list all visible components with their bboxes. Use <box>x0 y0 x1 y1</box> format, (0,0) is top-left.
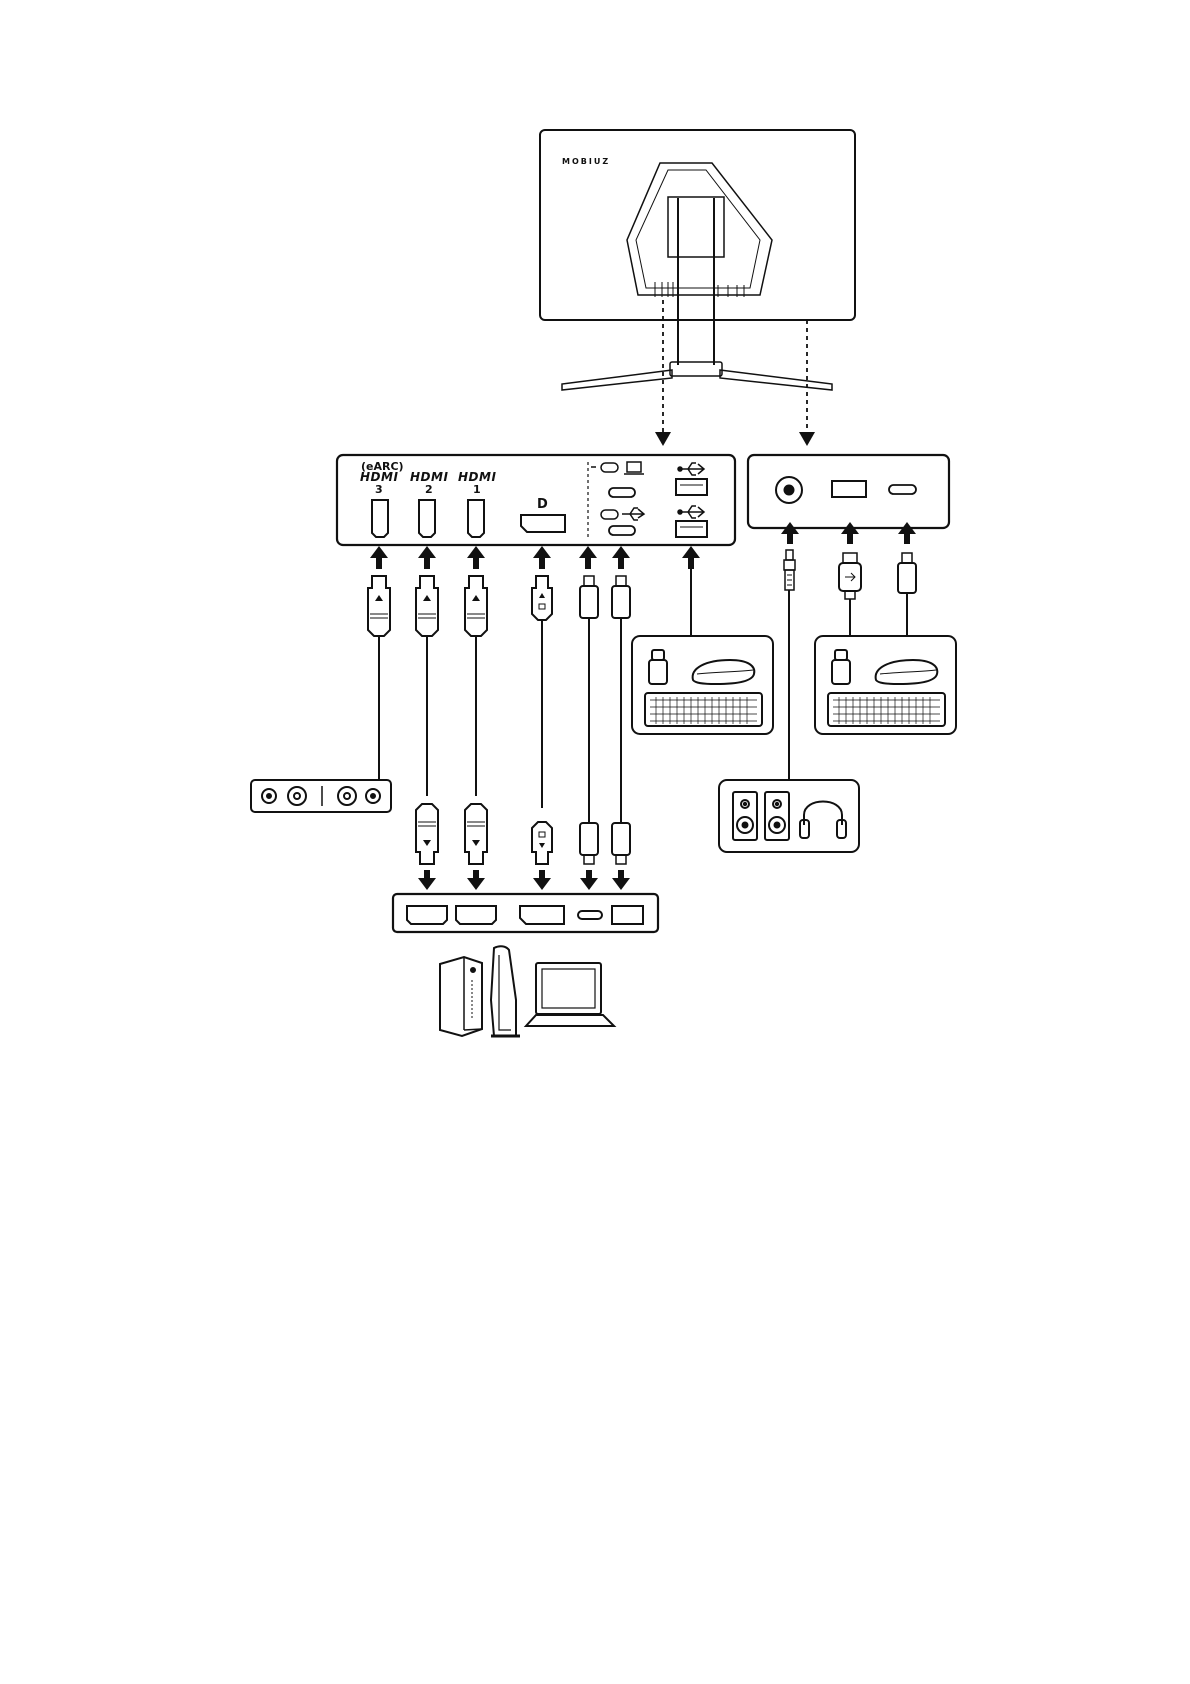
audio-plug <box>784 550 795 780</box>
usb-c-laptop-icon <box>591 462 644 474</box>
usb-a-port-1 <box>676 479 707 495</box>
game-console-tower-icon <box>440 957 482 1036</box>
headphones-icon <box>800 802 846 839</box>
down-arrows <box>418 870 630 890</box>
usb-c-port-1 <box>609 488 635 497</box>
arrow-up-icon <box>370 546 388 569</box>
keyboard-icon <box>828 693 945 726</box>
source-usb-c-port <box>578 911 602 919</box>
arrow-up-icon <box>781 522 799 544</box>
mouse-icon <box>693 660 755 684</box>
arrow-up-icon <box>898 522 916 544</box>
arrow-down-icon <box>418 870 436 890</box>
displayport-label: D <box>537 497 548 512</box>
arrow-up-icon <box>841 522 859 544</box>
hdmi-cable-1 <box>465 576 487 796</box>
hdmi2-label: HDMI <box>410 470 448 484</box>
headphone-jack-port <box>776 477 802 503</box>
arrow-up-icon <box>612 546 630 569</box>
hdmi1-label: HDMI <box>458 470 496 484</box>
usb-peripherals-box-main <box>632 636 773 734</box>
arrow-down-icon <box>655 432 671 446</box>
source-hdmi-port-2 <box>456 906 496 924</box>
arrow-up-icon <box>682 546 700 569</box>
hdmi3-label: HDMI <box>360 470 398 484</box>
displayport-plug-lower <box>532 822 552 864</box>
side-usb-c-port <box>889 485 916 494</box>
hdmi2-number: 2 <box>425 483 433 496</box>
hdmi-port-2 <box>419 500 435 537</box>
arrow-up-icon <box>579 546 597 569</box>
monitor-back-icon <box>540 130 855 390</box>
hdmi-cable-2 <box>416 576 438 796</box>
usb-trident-icon <box>678 506 704 518</box>
usb-c-data-icon <box>601 508 644 520</box>
usb-trident-icon <box>678 463 704 475</box>
side-usb-a-cable <box>839 553 861 636</box>
side-usb-a-port <box>832 481 866 497</box>
source-displayport-port <box>520 906 564 924</box>
usb-c-cable-1 <box>580 576 598 823</box>
hdmi-plug-2-lower <box>416 804 438 864</box>
speaker-icon <box>733 792 757 840</box>
hdmi3-number: 3 <box>375 483 383 496</box>
hdmi-port-1 <box>468 500 484 537</box>
displayport-cable <box>532 576 552 808</box>
game-console-slim-icon <box>491 946 520 1036</box>
av-receiver-icon <box>251 780 391 812</box>
mouse-icon <box>876 660 938 684</box>
cables <box>368 550 916 823</box>
source-usb-a-port <box>612 906 643 924</box>
usb-drive-icon <box>649 650 667 684</box>
keyboard-icon <box>645 693 762 726</box>
usb-drive-icon <box>832 650 850 684</box>
usb-c-port-2 <box>609 526 635 535</box>
side-port-panel <box>748 455 949 528</box>
source-device-panel <box>393 894 658 932</box>
side-usb-c-cable <box>898 553 916 636</box>
arrow-down-icon <box>467 870 485 890</box>
hdmi1-number: 1 <box>473 483 481 496</box>
displayport-port <box>521 515 565 532</box>
arrow-down-icon <box>612 870 630 890</box>
hdmi-port-3 <box>372 500 388 537</box>
lower-cable-plugs <box>416 804 630 864</box>
arrow-down-icon <box>799 432 815 446</box>
arrow-up-icon <box>467 546 485 569</box>
arrow-up-icon <box>533 546 551 569</box>
arrow-up-icon <box>418 546 436 569</box>
arrow-down-icon <box>533 870 551 890</box>
hdmi-cable-3 <box>368 576 390 780</box>
monitor-brand: MOBIUZ <box>562 157 610 166</box>
usb-c-plug-lower-2 <box>612 823 630 864</box>
usb-c-cable-2 <box>612 576 630 823</box>
source-hdmi-port-1 <box>407 906 447 924</box>
laptop-icon <box>526 963 614 1026</box>
speaker-icon <box>765 792 789 840</box>
usb-peripherals-box-side <box>815 636 956 734</box>
usb-c-plug-lower-1 <box>580 823 598 864</box>
audio-devices-box <box>719 780 859 852</box>
arrow-down-icon <box>580 870 598 890</box>
source-ports <box>407 906 643 924</box>
usb-a-port-2 <box>676 521 707 537</box>
hdmi-plug-1-lower <box>465 804 487 864</box>
